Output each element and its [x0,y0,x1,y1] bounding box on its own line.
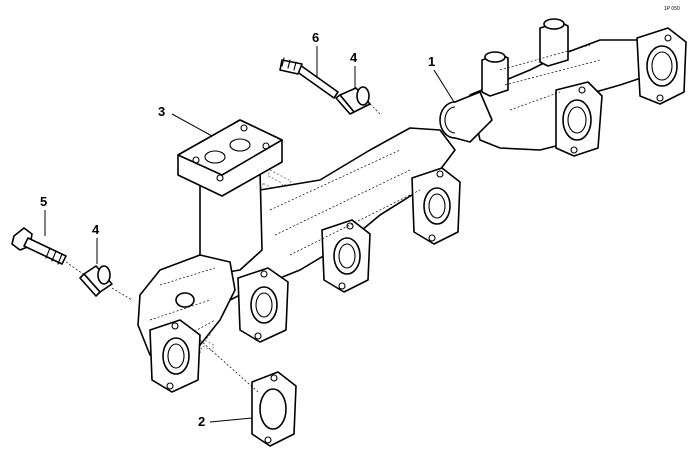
stud [279,57,339,99]
spacer-sleeve-lower [79,265,113,297]
callout-3: 3 [158,104,213,137]
callout-5: 5 [40,194,47,236]
gasket [251,371,297,447]
bolt [11,227,67,265]
callout-4-lower: 4 [92,222,100,264]
assembly-line-upper [369,103,381,115]
assembly-line-lower [65,261,133,301]
svg-text:5: 5 [40,194,47,209]
svg-text:2: 2 [198,414,205,429]
reference-code: 1P 050 [664,6,680,12]
callout-1: 1 [428,54,455,103]
callout-4-upper: 4 [350,50,358,88]
callout-6: 6 [312,30,319,78]
assembly-line-gasket [199,339,259,393]
svg-text:1: 1 [428,54,435,69]
manifold-front-section [137,119,461,393]
spacer-sleeve-upper [335,86,371,115]
manifold-rear-section [439,18,687,157]
svg-text:3: 3 [158,104,165,119]
callout-2: 2 [198,414,253,429]
svg-text:4: 4 [92,222,100,237]
svg-text:6: 6 [312,30,319,45]
svg-text:4: 4 [350,50,358,65]
